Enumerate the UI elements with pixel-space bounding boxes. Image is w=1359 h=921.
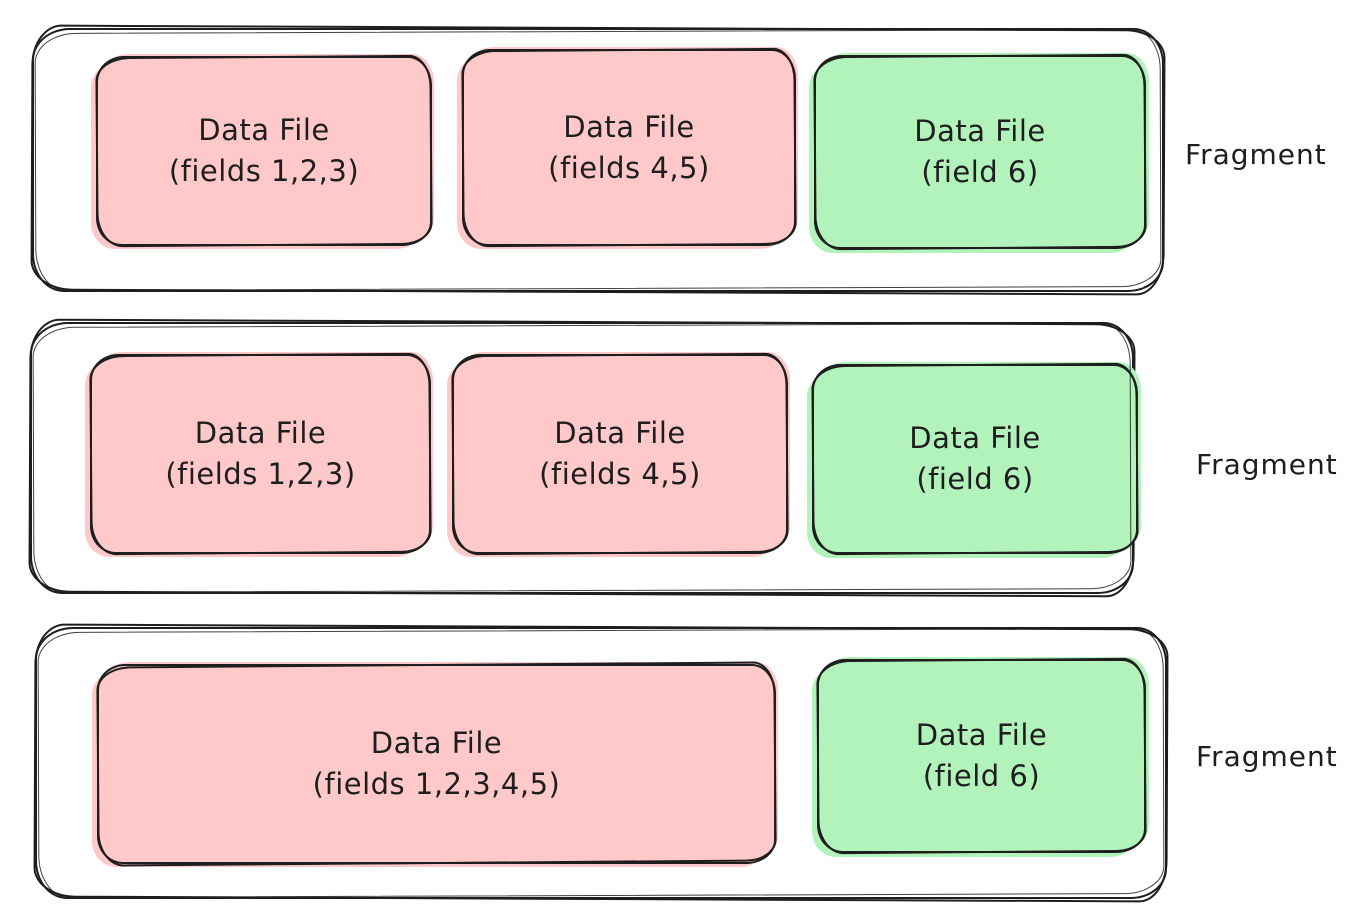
fragment-3-data-file-2: Data File (field 6): [817, 659, 1146, 853]
data-file-name: Data File: [915, 718, 1048, 753]
fragment-2-data-file-2: Data File (fields 4,5): [452, 354, 788, 554]
data-file-name: Data File: [194, 416, 327, 451]
data-file-fields: (fields 1,2,3): [168, 154, 360, 188]
fragment-2-data-file-3: Data File (field 6): [812, 364, 1138, 554]
data-file-name: Data File: [563, 109, 695, 144]
data-file-fields: (fields 4,5): [539, 457, 701, 491]
data-file-fields: (field 6): [922, 759, 1041, 793]
fragment-1-data-file-2: Data File (fields 4,5): [462, 49, 796, 246]
data-file-fields: (field 6): [916, 462, 1034, 496]
data-file-name: Data File: [909, 421, 1041, 456]
data-file-name: Data File: [914, 114, 1046, 149]
fragment-2-box: Data File (fields 1,2,3) Data File (fiel…: [30, 322, 1138, 594]
fragment-1-data-file-3: Data File (field 6): [814, 55, 1146, 249]
fragment-3-label: Fragment: [1196, 740, 1338, 773]
fragment-1-data-file-1: Data File (fields 1,2,3): [96, 56, 432, 246]
data-file-fields: (field 6): [921, 155, 1039, 189]
fragment-2-label: Fragment: [1196, 448, 1338, 481]
data-file-fields: (fields 4,5): [548, 150, 710, 185]
fragment-3-box: Data File (fields 1,2,3,4,5) Data File (…: [35, 627, 1167, 899]
fragment-1-label: Fragment: [1185, 138, 1327, 171]
data-file-name: Data File: [198, 113, 330, 148]
data-file-fields: (fields 1,2,3,4,5): [312, 767, 561, 801]
data-file-name: Data File: [554, 416, 686, 451]
data-file-name: Data File: [370, 726, 503, 761]
fragment-2-data-file-1: Data File (fields 1,2,3): [90, 354, 431, 554]
fragment-1-box: Data File (fields 1,2,3) Data File (fiel…: [32, 28, 1164, 292]
data-file-fields: (fields 1,2,3): [165, 457, 356, 491]
fragment-3-data-file-1: Data File (fields 1,2,3,4,5): [97, 664, 776, 864]
